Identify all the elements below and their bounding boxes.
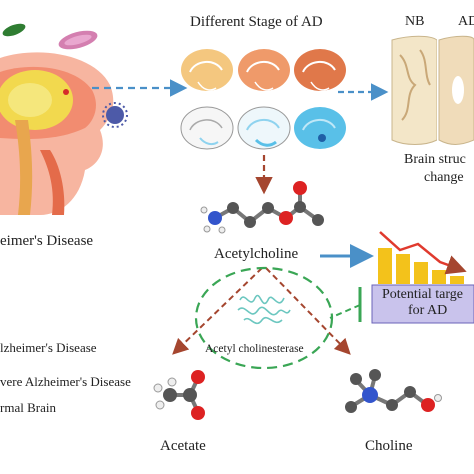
brain-stage-3: [294, 49, 346, 91]
stage-brains-top: [181, 49, 346, 91]
nb-brain-slice: [391, 35, 438, 145]
brain-stage-1: [181, 49, 233, 91]
potential-target-label-2: for AD: [408, 303, 448, 318]
choline-label: Choline: [365, 438, 413, 454]
stages-title: Different Stage of AD: [190, 14, 323, 30]
nb-label: NB: [405, 14, 425, 29]
potential-target-label-1: Potential targe: [382, 287, 463, 302]
brain-stage-5: [237, 106, 291, 150]
enzyme-label: Acetyl cholinesterase: [205, 343, 304, 355]
arrow-ach-to-acetate: [172, 267, 263, 355]
arrow-ach-to-choline: [265, 267, 351, 355]
brain-stage-2: [238, 49, 290, 91]
bacteria-icon: [2, 23, 98, 50]
enzyme-protein-icon: [237, 294, 291, 325]
ad-brain-slice: [438, 35, 474, 145]
choline-molecule: [345, 369, 442, 413]
brain-structure-label-1: Brain struc: [404, 152, 466, 167]
brain-stage-4: [180, 106, 234, 150]
legend-item-normal: rmal Brain: [0, 400, 56, 415]
acetylcholine-label: Acetylcholine: [214, 246, 299, 262]
acetate-label: Acetate: [160, 438, 206, 454]
disease-label: eimer's Disease: [0, 233, 94, 249]
potential-target-box: [371, 284, 474, 324]
stage-brains-bottom: [180, 106, 346, 150]
legend-item-severe: vere Alzheimer's Disease: [0, 374, 131, 389]
legend-item-alzheimers: lzheimer's Disease: [0, 340, 97, 355]
brain-stage-6: [294, 107, 346, 149]
ad-label: AD: [458, 14, 474, 29]
brain-structure-label-2: change: [424, 170, 464, 185]
virus-icon: [102, 102, 128, 128]
head-illustration: [0, 52, 114, 216]
enzyme-dashed-ellipse: [194, 266, 334, 370]
acetate-molecule: [153, 370, 205, 420]
decline-bar-chart-icon: [378, 231, 467, 284]
